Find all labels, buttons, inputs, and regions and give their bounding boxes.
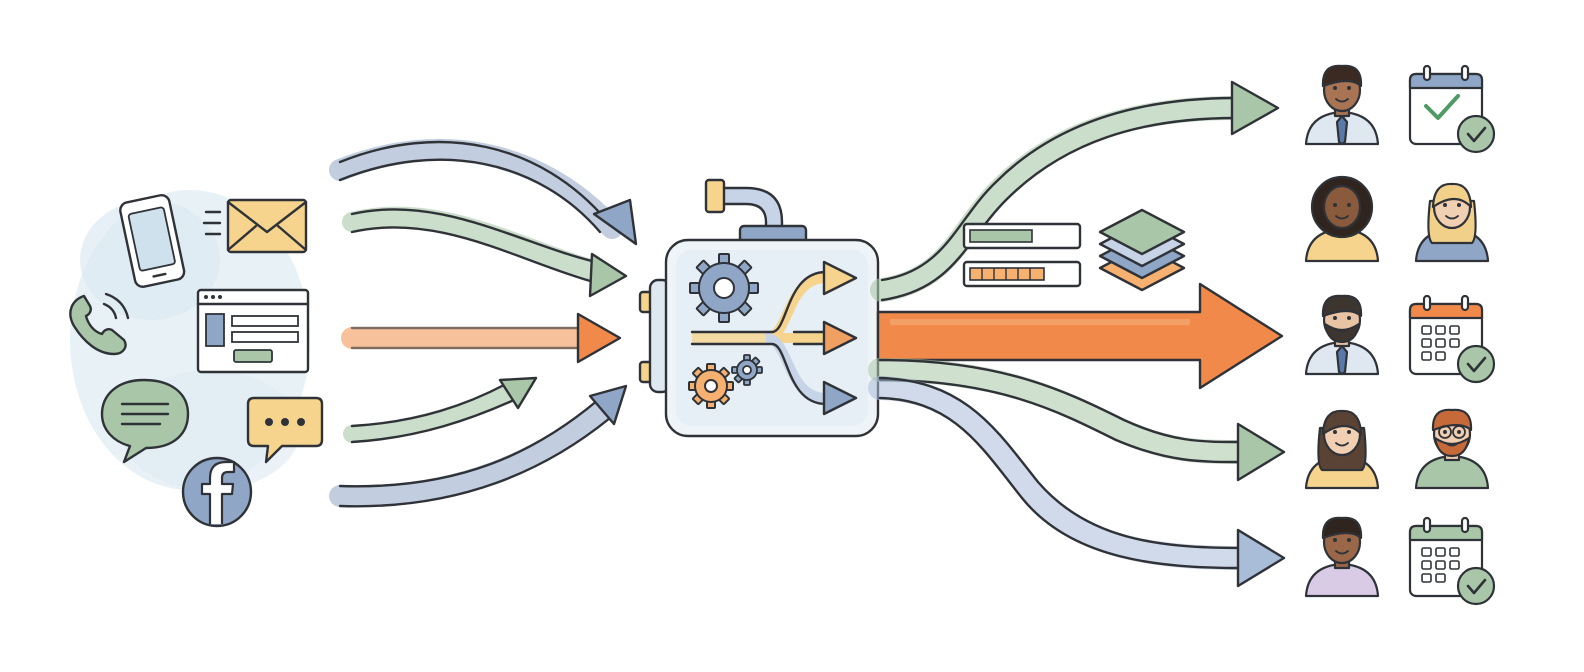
web-form-icon	[198, 290, 308, 372]
agent-avatar	[1306, 518, 1378, 596]
outgoing-arrows	[878, 82, 1284, 586]
incoming-arrow-green-upper	[352, 209, 626, 296]
routing-machine-icon	[640, 180, 878, 436]
outgoing-arrow-green-lower	[880, 360, 1284, 480]
facebook-icon	[183, 458, 251, 526]
incoming-arrow-orange-middle	[352, 314, 620, 362]
progress-bars-icon	[964, 224, 1080, 286]
incoming-arrows	[340, 142, 636, 506]
calendar-schedule-icon	[1410, 296, 1494, 382]
recipients-grid	[1306, 66, 1494, 604]
calendar-schedule-icon	[1410, 518, 1494, 604]
calendar-check-icon	[1410, 66, 1494, 152]
agent-avatar	[1306, 177, 1378, 261]
incoming-arrow-green-lower	[352, 378, 536, 442]
gear-icon	[689, 364, 733, 408]
agent-avatar	[1416, 410, 1488, 488]
agent-avatar	[1306, 296, 1378, 374]
layers-stack-icon	[1100, 210, 1184, 290]
agent-avatar	[1416, 184, 1488, 261]
gear-icon	[690, 254, 758, 322]
agent-avatar	[1306, 66, 1378, 144]
agent-avatar	[1306, 411, 1378, 488]
